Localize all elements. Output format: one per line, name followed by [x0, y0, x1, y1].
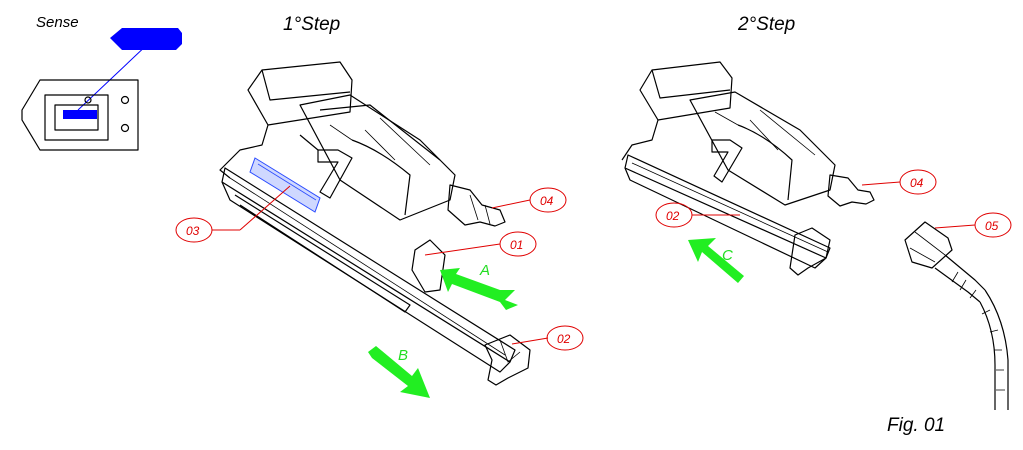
arrow-c: C — [688, 238, 744, 283]
air-hose — [904, 221, 1009, 410]
step2-stapler — [621, 61, 875, 276]
sense-insert-marker — [63, 110, 97, 119]
svg-text:04: 04 — [540, 194, 554, 208]
figure-caption: Fig. 01 — [887, 415, 946, 436]
arrow-c-label: C — [722, 247, 733, 264]
svg-text:04: 04 — [910, 176, 924, 190]
svg-text:02: 02 — [557, 332, 571, 346]
svg-text:03: 03 — [186, 224, 200, 238]
arrow-b: B — [368, 346, 430, 398]
callout-05: 05 — [934, 212, 1012, 238]
sense-leader — [77, 41, 151, 111]
sense-plate — [21, 79, 139, 151]
callout-03: 03 — [175, 185, 291, 243]
step1-stapler — [219, 61, 531, 386]
svg-text:05: 05 — [985, 219, 999, 233]
arrow-a: A — [440, 262, 518, 310]
sense-inset — [21, 28, 182, 151]
sense-label: Sense — [36, 14, 79, 31]
arrow-a-label: A — [479, 262, 490, 279]
callout-04-step1: 04 — [491, 187, 567, 213]
sense-slot — [44, 94, 109, 141]
staple-strip — [249, 157, 321, 213]
step1-title: 1°Step — [283, 14, 341, 35]
arrow-b-label: B — [398, 347, 408, 364]
callout-04-step2: 04 — [861, 169, 937, 195]
sense-marker-icon — [110, 28, 182, 50]
callout-02-step2: 02 — [655, 202, 740, 228]
step2-title: 2°Step — [738, 14, 796, 35]
svg-text:01: 01 — [510, 238, 523, 252]
svg-text:02: 02 — [666, 209, 680, 223]
callout-02-step1: 02 — [511, 325, 584, 351]
callout-01: 01 — [424, 231, 537, 257]
